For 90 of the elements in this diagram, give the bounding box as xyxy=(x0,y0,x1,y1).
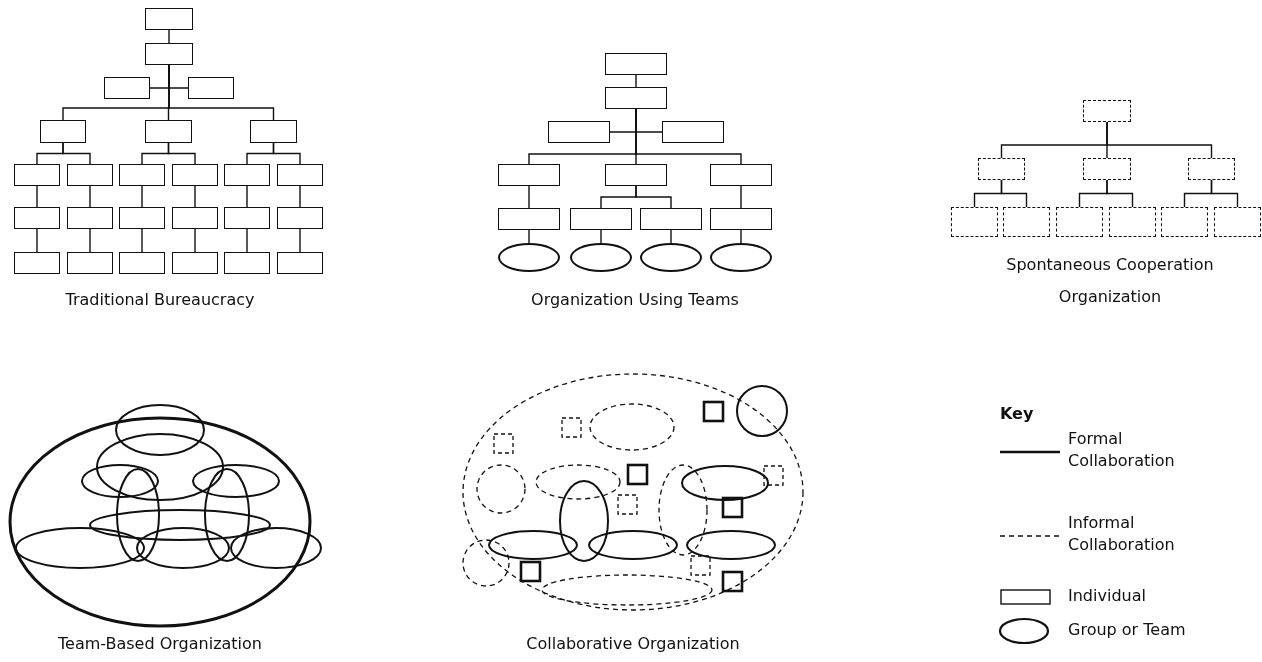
connector-line xyxy=(246,185,248,208)
position-box xyxy=(67,252,113,274)
panel-caption: Team-Based Organization xyxy=(57,633,263,655)
connector-line xyxy=(1000,179,1028,208)
position-box xyxy=(710,164,772,186)
connector-line xyxy=(635,108,742,165)
position-box xyxy=(277,252,323,274)
connector-line xyxy=(141,185,143,208)
position-box xyxy=(145,43,193,65)
position-box xyxy=(14,207,60,229)
informal-position-box xyxy=(1161,207,1208,237)
connector-line xyxy=(1106,179,1134,208)
position-box xyxy=(40,120,86,143)
panel-caption: Organization Using Teams xyxy=(530,289,740,311)
position-box xyxy=(67,207,113,229)
connector-line xyxy=(36,228,38,253)
position-box xyxy=(498,164,560,186)
panel-caption: Traditional Bureaucracy xyxy=(64,289,256,311)
position-box xyxy=(224,164,270,186)
connector-line xyxy=(168,29,170,44)
connector-line xyxy=(36,185,38,208)
informal-position-box xyxy=(1188,158,1235,180)
informal-position-box xyxy=(1109,207,1156,237)
position-box xyxy=(548,121,610,143)
position-box xyxy=(277,164,323,186)
position-box xyxy=(224,207,270,229)
team-ellipse xyxy=(570,243,632,272)
panel-caption: Spontaneous Cooperation Organization xyxy=(1005,254,1215,308)
connector-line xyxy=(89,185,91,208)
connector-line xyxy=(600,229,602,244)
position-box xyxy=(498,208,560,230)
informal-position-box xyxy=(1003,207,1050,237)
informal-position-box xyxy=(978,158,1025,180)
position-box xyxy=(145,8,193,30)
connector-line xyxy=(528,185,530,209)
position-box xyxy=(224,252,270,274)
position-box xyxy=(145,120,192,143)
position-box xyxy=(605,164,667,186)
connector-line xyxy=(740,185,742,209)
position-box xyxy=(250,120,297,143)
legend-label: Group or Team xyxy=(1068,619,1187,641)
position-box xyxy=(605,53,667,75)
informal-position-box xyxy=(951,207,998,237)
position-box xyxy=(188,77,234,99)
legend-label: Informal Collaboration xyxy=(1068,512,1176,556)
connector-line xyxy=(246,228,248,253)
position-box xyxy=(172,252,218,274)
position-box xyxy=(104,77,150,99)
connector-line xyxy=(1106,121,1213,159)
legend-label: Formal Collaboration xyxy=(1068,428,1176,472)
position-box xyxy=(14,252,60,274)
connector-line xyxy=(167,142,196,165)
informal-position-box xyxy=(1214,207,1261,237)
position-box xyxy=(570,208,632,230)
legend-title: Key xyxy=(1000,403,1035,425)
position-box xyxy=(277,207,323,229)
position-box xyxy=(662,121,724,143)
connector-line xyxy=(299,185,301,208)
connector-line xyxy=(740,229,742,244)
position-box xyxy=(710,208,772,230)
connector-line xyxy=(1210,179,1239,208)
team-ellipse xyxy=(498,243,560,272)
connector-line xyxy=(168,64,275,121)
connector-line xyxy=(141,228,143,253)
team-ellipse xyxy=(710,243,772,272)
position-box xyxy=(172,207,218,229)
connector-line xyxy=(62,142,91,165)
informal-position-box xyxy=(1083,100,1131,122)
informal-position-box xyxy=(1083,158,1131,180)
connector-line xyxy=(194,185,196,208)
panel-caption: Collaborative Organization xyxy=(525,633,741,655)
position-box xyxy=(119,207,165,229)
connector-line xyxy=(194,228,196,253)
connector-line xyxy=(272,142,301,165)
connector-line xyxy=(635,185,672,209)
legend-label: Individual xyxy=(1068,585,1147,607)
connector-line xyxy=(635,74,637,88)
position-box xyxy=(640,208,702,230)
position-box xyxy=(605,87,667,109)
connector-line xyxy=(299,228,301,253)
position-box xyxy=(172,164,218,186)
informal-position-box xyxy=(1056,207,1103,237)
connector-line xyxy=(670,229,672,244)
position-box xyxy=(119,164,165,186)
position-box xyxy=(67,164,113,186)
position-box xyxy=(119,252,165,274)
connector-line xyxy=(89,228,91,253)
team-ellipse xyxy=(640,243,702,272)
connector-line xyxy=(528,229,530,244)
position-box xyxy=(14,164,60,186)
